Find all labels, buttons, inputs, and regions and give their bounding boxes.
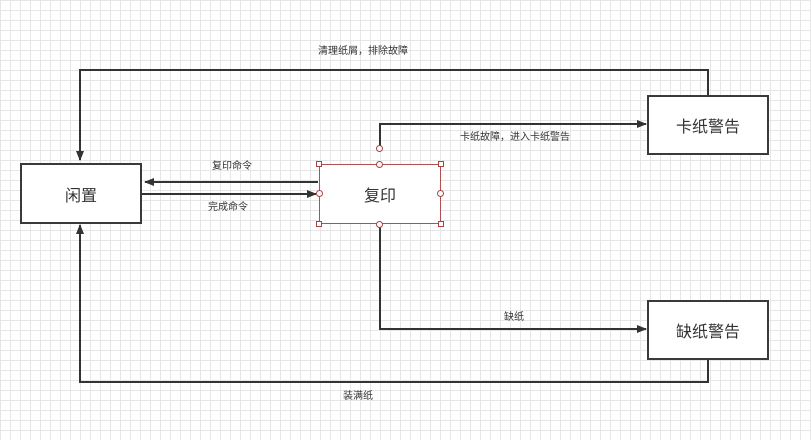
edge-label-jam: 卡纸故障，进入卡纸警告 xyxy=(460,132,570,143)
state-idle[interactable]: 闲置 xyxy=(20,163,142,224)
edge-waypoint-handle[interactable] xyxy=(376,145,383,152)
edge-nopaper-to-idle[interactable] xyxy=(76,224,709,383)
resize-handle-bottom-right[interactable] xyxy=(438,221,444,227)
connection-point-right[interactable] xyxy=(437,190,444,197)
state-idle-label: 闲置 xyxy=(64,185,97,205)
state-copy-label: 复印 xyxy=(363,186,396,205)
edge-jam-to-idle[interactable] xyxy=(76,69,709,161)
connection-point-top[interactable] xyxy=(376,161,383,168)
resize-handle-bottom-left[interactable] xyxy=(316,221,322,227)
resize-handle-top-right[interactable] xyxy=(438,161,444,167)
state-jam-warning-label: 卡纸警告 xyxy=(675,117,740,136)
state-no-paper-warning[interactable]: 缺纸警告 xyxy=(647,300,769,360)
state-no-paper-warning-label: 缺纸警告 xyxy=(675,322,740,341)
state-copy[interactable]: 复印 xyxy=(319,164,441,224)
edge-copy-to-nopaper[interactable] xyxy=(379,224,647,333)
edge-label-out-of-paper: 缺纸 xyxy=(504,312,524,323)
edge-label-clear-jam: 清理纸屑，排除故障 xyxy=(318,46,408,57)
resize-handle-top-left[interactable] xyxy=(316,161,322,167)
state-jam-warning[interactable]: 卡纸警告 xyxy=(647,95,769,155)
edge-copy-to-jam[interactable] xyxy=(379,120,647,148)
connection-point-bottom[interactable] xyxy=(376,221,383,228)
edge-label-refill-paper: 装满纸 xyxy=(343,391,373,402)
connection-point-left[interactable] xyxy=(316,190,323,197)
edge-label-copy-command: 复印命令 xyxy=(212,161,252,172)
edge-label-done-command: 完成命令 xyxy=(208,202,248,213)
